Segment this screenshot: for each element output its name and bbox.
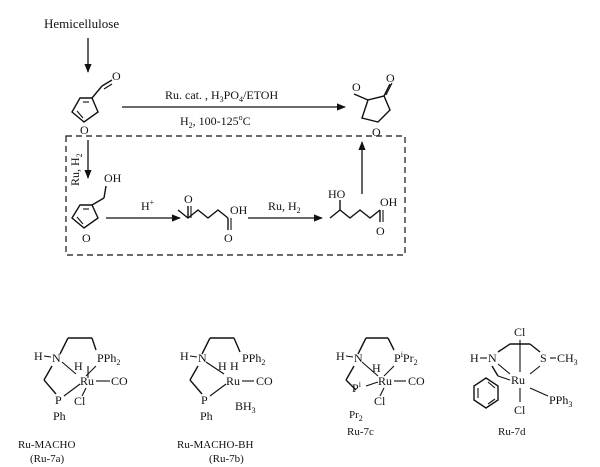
svg-text:P: P <box>55 393 62 407</box>
svg-text:(Ru-7b): (Ru-7b) <box>209 453 244 465</box>
svg-text:CO: CO <box>256 374 273 388</box>
svg-text:PiPr2: PiPr2 <box>394 350 418 367</box>
levulinic-acid-structure: O OH O <box>177 192 248 245</box>
svg-text:H: H <box>336 349 345 363</box>
svg-text:H: H <box>34 349 43 363</box>
svg-text:CO: CO <box>111 374 128 388</box>
hydrogenation-label: Ru, H2 <box>268 199 301 215</box>
svg-text:PPh2: PPh2 <box>97 351 120 367</box>
svg-text:N: N <box>488 351 497 365</box>
svg-text:HO: HO <box>328 187 346 201</box>
complex-ru-7a: PPh2 H N H Ru CO Cl P Ph Ru-MACHO (Ru-7a… <box>18 337 128 465</box>
svg-text:OH: OH <box>104 171 122 185</box>
top-conditions-line2: H2, 100-125oC <box>180 113 251 130</box>
top-conditions-line1: Ru. cat. , H3PO4/ETOH <box>165 88 278 104</box>
hydroxy-acid-structure: HO OH O <box>328 187 398 238</box>
side-reagent: Ru, H2 <box>68 153 84 186</box>
svg-text:Ru-7c: Ru-7c <box>347 426 374 438</box>
svg-text:Ru-MACHO: Ru-MACHO <box>18 439 76 451</box>
svg-text:Cl: Cl <box>514 325 526 339</box>
svg-text:H: H <box>230 359 239 373</box>
complex-ru-7d: Cl H N S CH3 Ru Cl PPh3 Ru-7d <box>470 325 578 438</box>
svg-text:O: O <box>386 71 395 85</box>
svg-text:S: S <box>540 351 547 365</box>
svg-text:O: O <box>184 192 193 206</box>
svg-text:O: O <box>352 80 361 94</box>
acid-label: H+ <box>141 198 155 213</box>
svg-text:O: O <box>376 224 385 238</box>
gvl-structure: O O O <box>352 71 395 139</box>
svg-text:CH3: CH3 <box>557 351 578 367</box>
furfural-structure: O O <box>71 69 121 137</box>
svg-text:N: N <box>52 351 61 365</box>
svg-text:N: N <box>354 351 363 365</box>
hemicellulose-label: Hemicellulose <box>44 16 119 31</box>
svg-text:OH: OH <box>230 203 248 217</box>
svg-text:O: O <box>80 123 89 137</box>
svg-text:Pi: Pi <box>352 380 362 395</box>
svg-text:Ru: Ru <box>511 373 525 387</box>
svg-text:Ph: Ph <box>200 409 213 423</box>
svg-text:O: O <box>372 125 381 139</box>
svg-text:Ru: Ru <box>226 374 240 388</box>
svg-text:Ru: Ru <box>378 374 392 388</box>
svg-text:(Ru-7a): (Ru-7a) <box>30 453 65 465</box>
svg-text:H: H <box>470 351 479 365</box>
svg-text:PPh2: PPh2 <box>242 351 265 367</box>
svg-text:Ru-7d: Ru-7d <box>498 426 526 438</box>
svg-text:Cl: Cl <box>74 394 86 408</box>
svg-text:O: O <box>224 231 233 245</box>
svg-text:OH: OH <box>380 195 398 209</box>
svg-text:BH3: BH3 <box>235 399 256 415</box>
svg-text:CO: CO <box>408 374 425 388</box>
svg-text:Cl: Cl <box>374 394 386 408</box>
svg-text:H: H <box>74 359 83 373</box>
furfuryl-alcohol-structure: O OH <box>71 171 122 245</box>
svg-text:Pr2: Pr2 <box>349 409 363 423</box>
svg-text:N: N <box>198 351 207 365</box>
dashed-pathway-box <box>65 135 406 256</box>
svg-text:H: H <box>180 349 189 363</box>
svg-text:P: P <box>201 393 208 407</box>
svg-text:Ph: Ph <box>53 409 66 423</box>
svg-text:PPh3: PPh3 <box>549 393 572 409</box>
svg-text:Ru-MACHO-BH: Ru-MACHO-BH <box>177 439 253 451</box>
svg-text:O: O <box>82 231 91 245</box>
svg-text:Cl: Cl <box>514 403 526 417</box>
svg-text:H: H <box>218 359 227 373</box>
svg-text:H: H <box>372 361 381 375</box>
svg-text:O: O <box>112 69 121 83</box>
complex-ru-7c: PiPr2 H N H Ru CO Cl Pi Pr2 Ru-7c <box>336 337 425 438</box>
complex-ru-7b: PPh2 H N H H Ru CO P Ph BH3 Ru-MACHO-BH … <box>177 337 273 465</box>
svg-text:Ru: Ru <box>80 374 94 388</box>
